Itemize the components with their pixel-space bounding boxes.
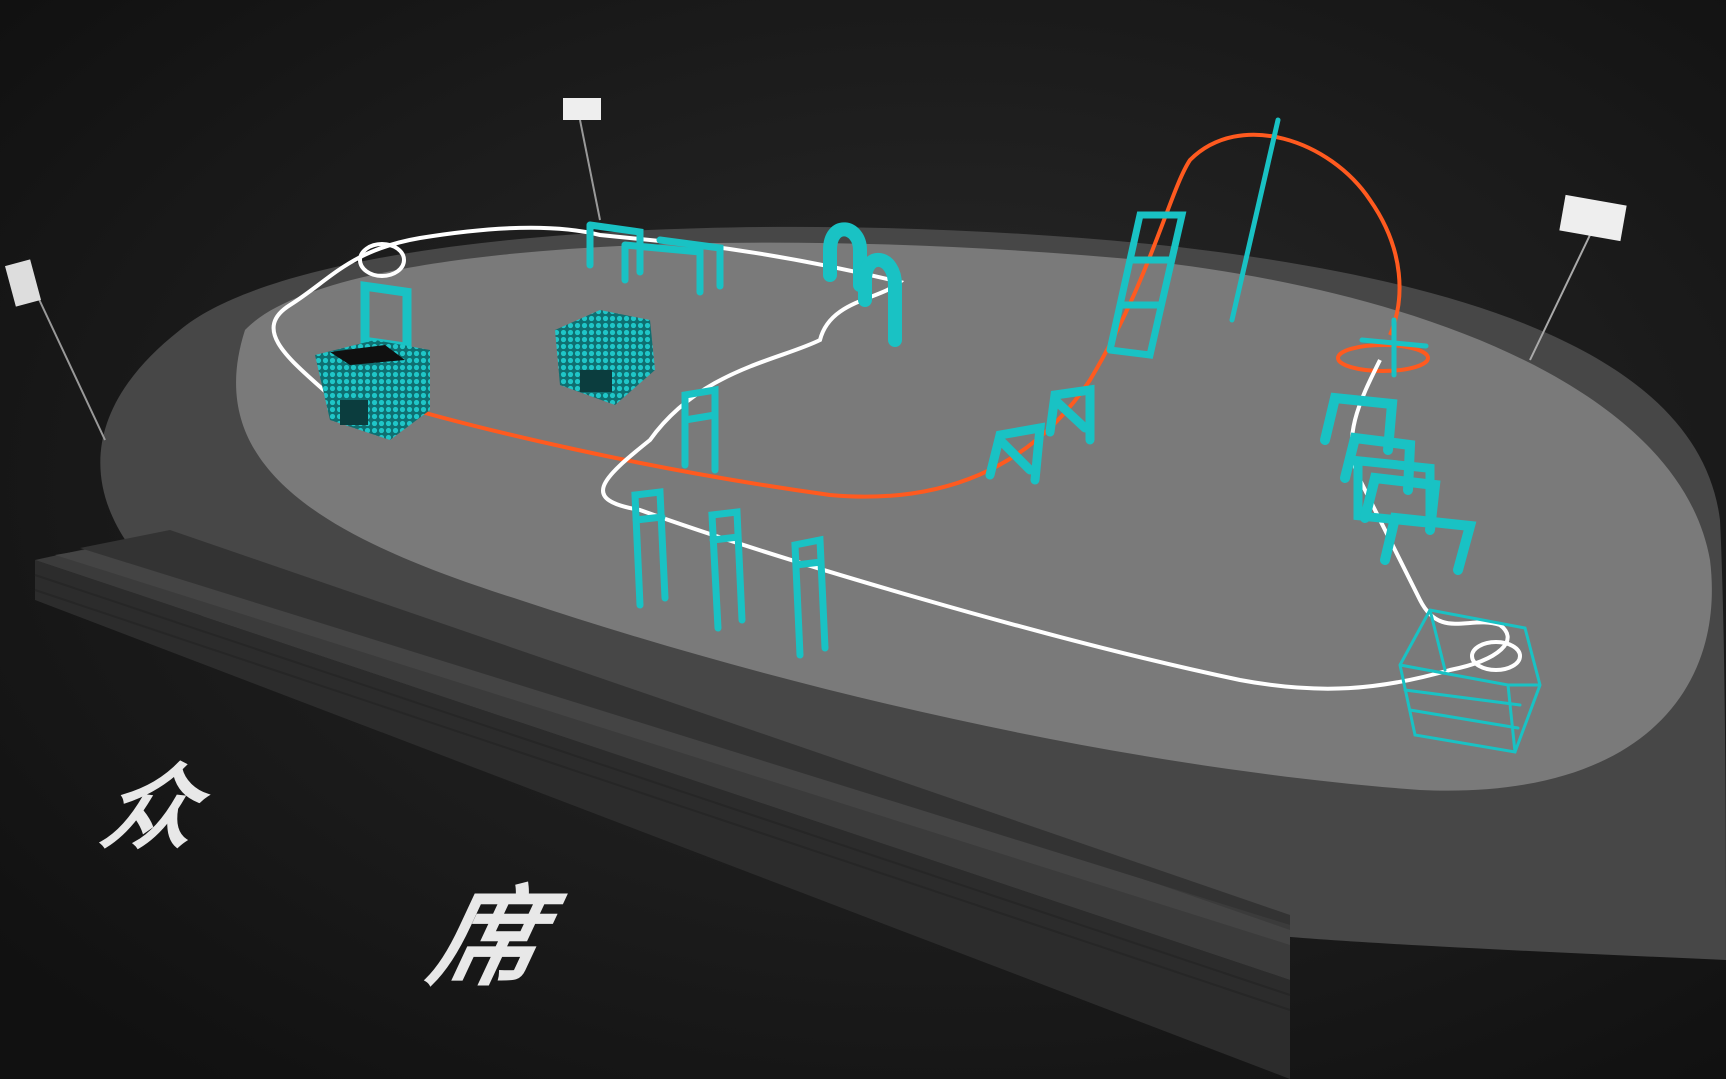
chair-right-1: [1320, 392, 1398, 455]
chair-right-4: [1380, 512, 1477, 575]
hurdle-front-3: [791, 535, 829, 659]
chair-gate-1: [985, 422, 1046, 485]
chair-gate-2: [1045, 384, 1095, 445]
orange-ring: [1336, 343, 1430, 373]
ladder-tower: [1106, 211, 1187, 359]
arch-2: [858, 253, 902, 347]
mesh-cube-center: [555, 310, 655, 405]
hurdle-front-2: [708, 508, 746, 632]
small-gate-center: [681, 385, 719, 474]
obstacles: [360, 117, 1542, 754]
chair-right-2: [1340, 432, 1416, 495]
floodlight-left: [5, 259, 106, 441]
white-flight-path: [271, 225, 1510, 691]
floodlight-center: [563, 98, 601, 221]
grandstand: [34, 530, 1291, 1079]
hurdle-set-back: [586, 221, 724, 296]
wire-cube: [1398, 608, 1542, 754]
white-loop-gate: [358, 242, 406, 278]
hurdle-front-1: [631, 488, 669, 609]
arch-1: [823, 222, 867, 292]
chair-right-3: [1360, 472, 1441, 535]
tall-pole: [1229, 117, 1281, 323]
white-loop: [1470, 640, 1522, 672]
gate-right-bars: [1359, 317, 1429, 378]
mesh-cube-left: [315, 340, 430, 440]
floodlight-right: [1529, 194, 1627, 361]
